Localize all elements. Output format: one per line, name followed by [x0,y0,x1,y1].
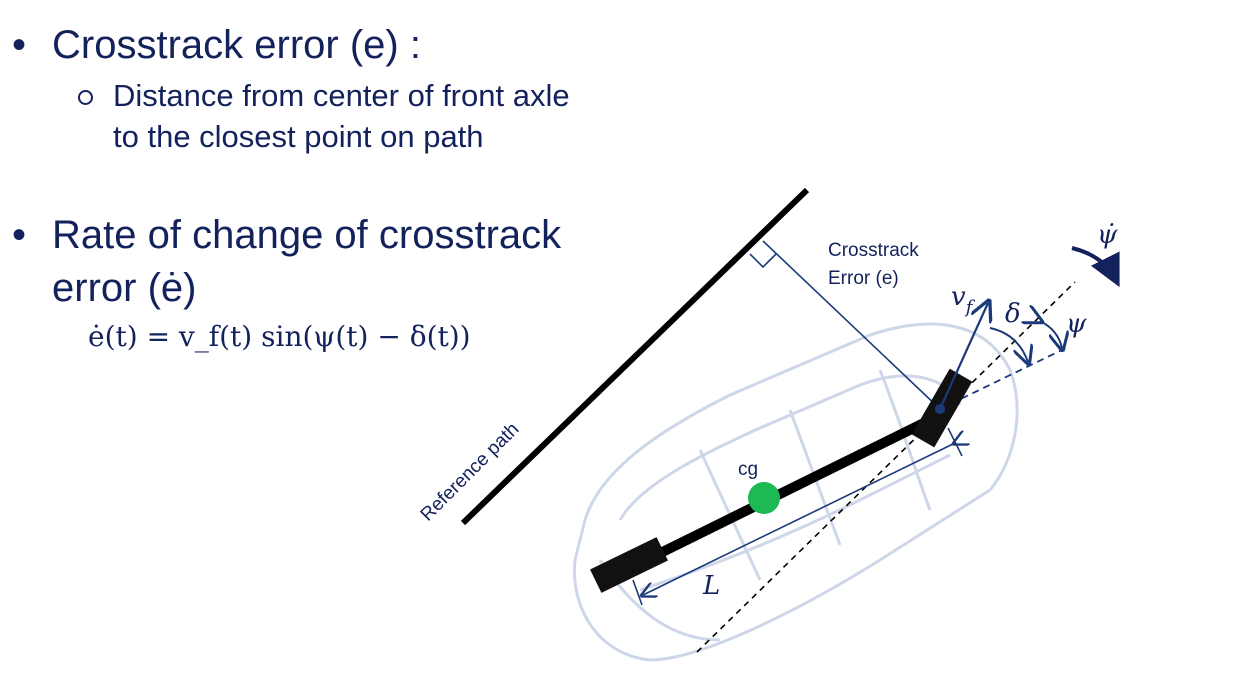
steer-angle-label: δ [1005,299,1021,329]
rate-title-line1: Rate of change of crosstrack [52,213,562,257]
velocity-vector [938,303,988,410]
rate-title-line2: error (ė) [52,266,197,310]
heading-label: ψ [1066,309,1087,339]
steer-angle-arc [989,327,1028,362]
cg-label: cg [738,459,758,480]
bullet-dot-2: • [12,213,27,257]
wheelbase-tick-front [947,427,963,457]
sub-bullet-circle [78,90,93,105]
yaw-rate-label: ψ̇ [1097,220,1118,250]
crosstrack-title: Crosstrack error (e) : [52,23,421,67]
crosstrack-definition-line2: to the closest point on path [113,119,484,154]
crosstrack-error-label-line2: Error (e) [828,268,899,289]
wheelbase-axis [627,410,943,573]
wheelbase-arrow [643,443,955,595]
crosstrack-error-label-line1: Crosstrack [828,240,919,261]
right-angle-marker [749,253,777,269]
wheelbase-label: L [702,571,720,601]
reference-path-line [460,187,810,526]
cg-point [748,482,780,514]
crosstrack-definition-line1: Distance from center of front axle [113,78,570,113]
rate-equation: ė(t) = v_f(t) sin(ψ(t) − δ(t)) [88,320,471,353]
bullet-dot-1: • [12,23,27,67]
velocity-label: vf [951,282,976,318]
reference-path-label: Reference path [417,419,524,526]
wheelbase-tick-rear [632,579,643,606]
crosstrack-error-line [762,240,941,410]
heading-angle-arc [1040,321,1062,348]
yaw-rate-arrow [1071,246,1120,288]
